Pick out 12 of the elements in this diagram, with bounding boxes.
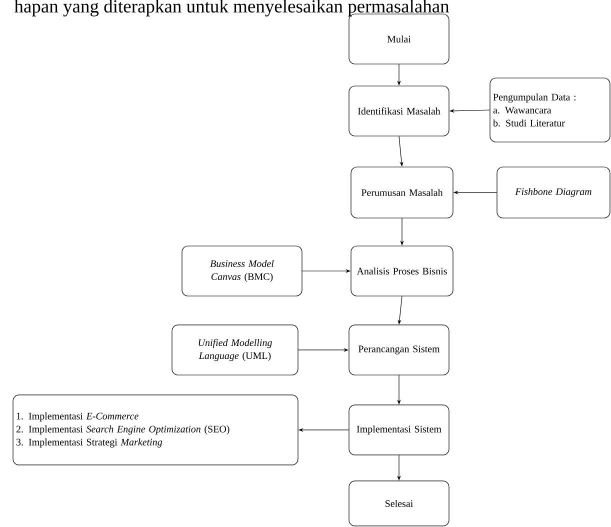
process-box: Unified Modelling Language (UML) xyxy=(172,324,298,376)
process-box: Business Model Canvas (BMC) xyxy=(182,246,302,296)
process-box: Implementasi Sistem xyxy=(348,404,450,456)
process-box: Identifikasi Masalah xyxy=(348,86,450,136)
process-box: Perancangan Sistem xyxy=(348,324,450,376)
process-box: Fishbone Diagram xyxy=(496,166,610,218)
process-box: Perumusan Masalah xyxy=(350,166,454,218)
caption-text: hapan yang diterapkan untuk menyelesaikan permasalahan xyxy=(14,0,450,16)
process-box: Analisis Proses Bisnis xyxy=(350,246,454,296)
process-box: 1. Implementasi E-Commerce 2. Implementasi Search Engine Optimization (SEO) 3. Implementasi Strategi Marketing xyxy=(12,394,298,466)
process-box: Selesai xyxy=(348,480,450,526)
process-box: Pengumpulan Data : a. Wawancara b. Studi Literatur xyxy=(490,78,610,142)
